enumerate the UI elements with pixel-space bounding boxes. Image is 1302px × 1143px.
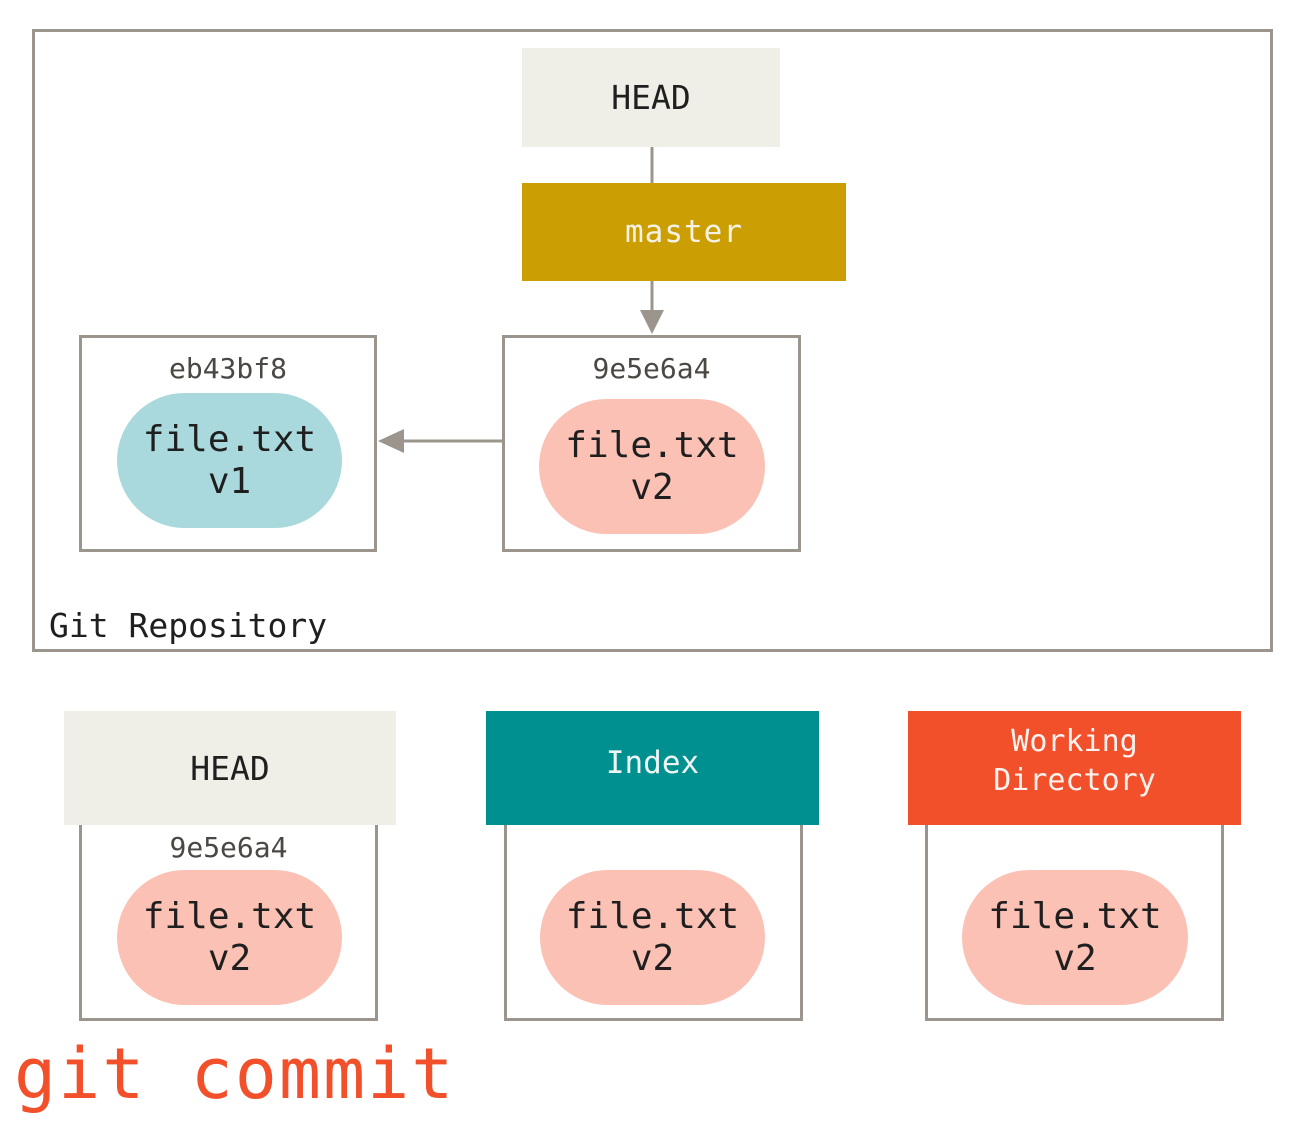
repo-head-pointer: HEAD (522, 48, 780, 147)
index-tree-title: Index (486, 711, 819, 825)
blob-file-v1: file.txt v1 (117, 393, 342, 528)
working-directory-tree-title: Working Directory (908, 711, 1241, 825)
blob-file-version: v1 (207, 460, 252, 502)
git-repository-frame (32, 29, 1273, 652)
blob-file-version: v2 (1053, 937, 1097, 979)
head-tree-title: HEAD (64, 711, 396, 825)
index-tree-label: Index (605, 745, 700, 781)
index-tree-blob: file.txt v2 (540, 870, 765, 1005)
working-directory-tree-blob: file.txt v2 (962, 870, 1188, 1005)
master-branch-label: master (625, 214, 743, 250)
master-branch-pointer: master (522, 183, 846, 281)
blob-file-name: file.txt (142, 895, 317, 937)
git-repository-label: Git Repository (49, 606, 328, 645)
head-tree-hash: 9e5e6a4 (169, 831, 288, 864)
commit-hash: 9e5e6a4 (592, 352, 711, 385)
blob-file-name: file.txt (988, 895, 1162, 937)
blob-file-version: v2 (630, 466, 674, 508)
parent-link-arrowhead (378, 429, 404, 453)
blob-file-name: file.txt (565, 895, 740, 937)
git-command-caption: git commit (14, 1033, 456, 1115)
commit-hash: eb43bf8 (168, 352, 287, 385)
blob-file-v2: file.txt v2 (539, 399, 765, 534)
master-to-commit-arrowhead (640, 310, 664, 334)
blob-file-version: v2 (207, 937, 252, 979)
working-directory-label-line1: Working (1011, 724, 1138, 759)
working-directory-label-line2: Directory (993, 763, 1156, 798)
head-tree-blob: file.txt v2 (117, 870, 342, 1005)
blob-file-name: file.txt (565, 424, 739, 466)
blob-file-name: file.txt (142, 418, 317, 460)
blob-file-version: v2 (630, 937, 675, 979)
head-tree-label: HEAD (190, 748, 270, 788)
repo-head-label: HEAD (611, 78, 691, 117)
